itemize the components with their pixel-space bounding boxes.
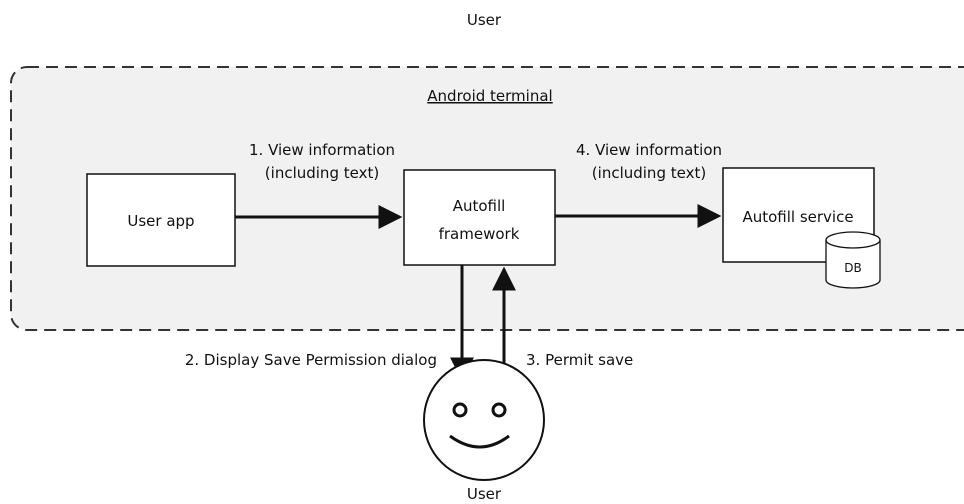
database-label: DB xyxy=(844,261,861,275)
autofill-framework-label-line1: Autofill xyxy=(453,197,506,215)
autofill-framework-box xyxy=(403,169,556,266)
user-face-icon xyxy=(423,359,545,481)
top-user-label: User xyxy=(467,11,502,29)
autofill-service-label: Autofill service xyxy=(742,208,853,226)
user-app-label: User app xyxy=(127,212,194,230)
step3-label: 3. Permit save xyxy=(526,351,633,369)
user-label: User xyxy=(467,485,502,503)
step1-label-line2: (including text) xyxy=(265,164,379,182)
autofill-framework-label-line2: framework xyxy=(439,225,520,243)
database-icon: DB xyxy=(825,231,881,289)
step1-label-line1: 1. View information xyxy=(249,141,395,159)
user-app-box xyxy=(86,173,236,267)
step2-label: 2. Display Save Permission dialog xyxy=(185,351,437,369)
step4-label-line2: (including text) xyxy=(592,164,706,182)
step4-label-line1: 4. View information xyxy=(576,141,722,159)
android-terminal-label: Android terminal xyxy=(427,87,552,105)
